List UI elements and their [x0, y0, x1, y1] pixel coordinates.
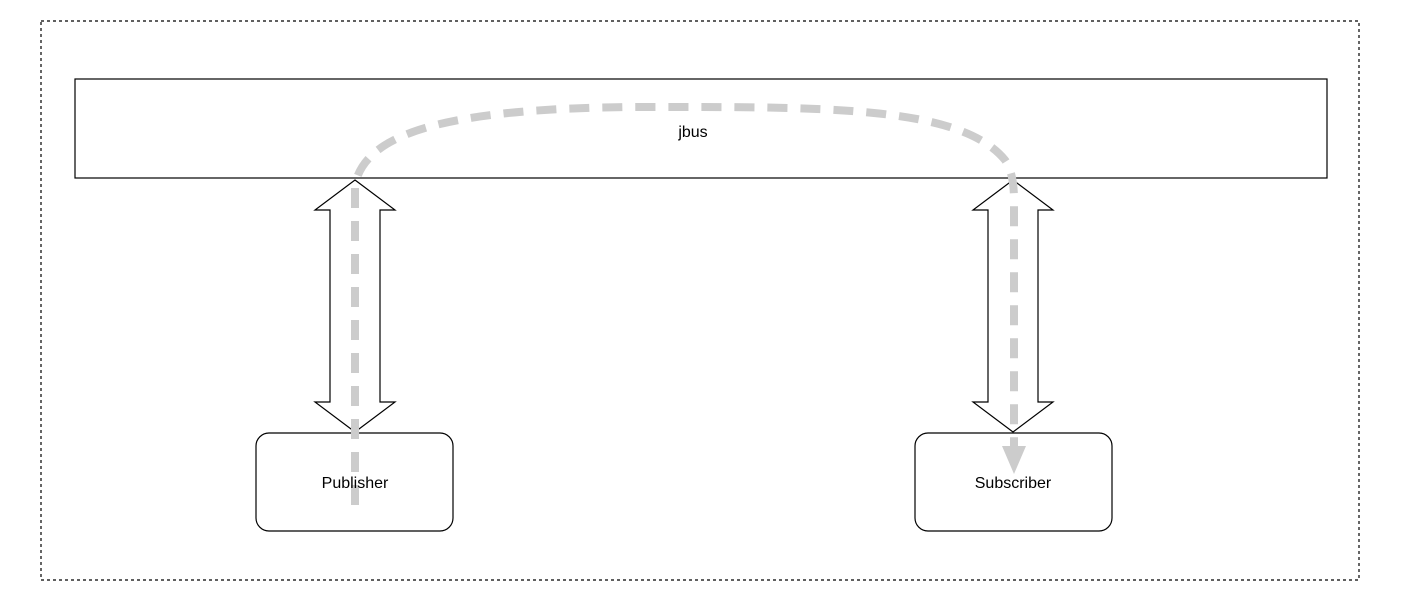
- subscriber-label: Subscriber: [975, 475, 1052, 492]
- jbus-label: jbus: [677, 124, 707, 141]
- jbus-node[interactable]: jbus: [74, 78, 1328, 179]
- publisher-label: Publisher: [322, 475, 389, 492]
- subscriber-node[interactable]: [914, 432, 1113, 532]
- outer-frame: [40, 20, 1360, 581]
- jbus-box: [74, 78, 1328, 179]
- subscriber-box: [914, 432, 1113, 532]
- message-flow-arrowhead: [1002, 446, 1026, 474]
